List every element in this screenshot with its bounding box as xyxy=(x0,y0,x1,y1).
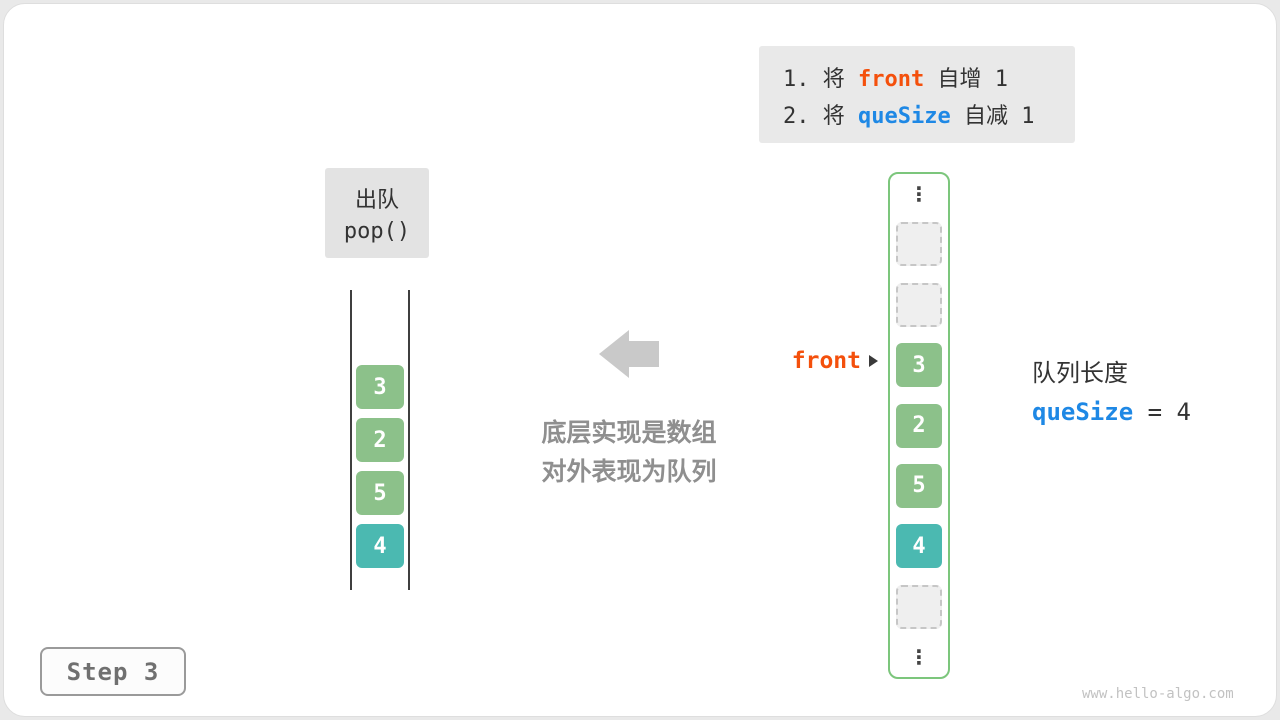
queue-size-value: queSize = 4 xyxy=(1032,393,1191,432)
array-cell: 4 xyxy=(896,524,942,569)
instruction-box: 1. 将 front 自增 1 2. 将 queSize 自减 1 xyxy=(759,46,1075,143)
diagram-canvas: 1. 将 front 自增 1 2. 将 queSize 自减 1 出队 pop… xyxy=(3,3,1277,717)
operation-label-code: pop() xyxy=(343,219,411,244)
queue-cell: 5 xyxy=(356,471,404,515)
left-arrow-icon xyxy=(599,330,659,378)
array-cell: 3 xyxy=(896,343,942,388)
queue-cell: 4 xyxy=(356,524,404,568)
queue-cell: 3 xyxy=(356,365,404,409)
left-arrow-shaft xyxy=(629,341,659,367)
instruction-2-suffix: 自减 1 xyxy=(950,104,1035,129)
array-bottom-ellipsis: ⋮ xyxy=(909,645,929,669)
queue-size-title: 队列长度 xyxy=(1032,360,1128,387)
operation-label: 出队 pop() xyxy=(325,168,429,258)
instruction-2-code-quesize: queSize xyxy=(857,104,951,129)
instruction-1-code-front: front xyxy=(857,67,925,92)
instruction-line-1: 1. 将 front 自增 1 xyxy=(783,61,1075,98)
instruction-1-suffix: 自增 1 xyxy=(924,67,1008,92)
array-cell-empty xyxy=(896,282,942,327)
step-badge: Step 3 xyxy=(40,647,186,696)
array-top-ellipsis: ⋮ xyxy=(909,182,929,206)
left-arrow-head xyxy=(599,330,629,378)
array-view: ⋮ 3 2 5 4 ⋮ xyxy=(888,172,950,679)
instruction-1-prefix: 1. 将 xyxy=(783,67,858,92)
instruction-line-2: 2. 将 queSize 自减 1 xyxy=(783,98,1075,135)
queue-size-label: 队列长度 queSize = 4 xyxy=(1032,354,1191,432)
array-cell-empty xyxy=(896,584,942,629)
array-cell: 5 xyxy=(896,463,942,508)
operation-label-chinese: 出队 xyxy=(354,188,399,213)
front-pointer-arrow-icon xyxy=(869,355,878,367)
center-caption-line-1: 底层实现是数组 xyxy=(541,419,717,447)
center-caption-line-2: 对外表现为队列 xyxy=(541,458,717,486)
center-caption: 底层实现是数组 对外表现为队列 xyxy=(499,414,759,492)
watermark: www.hello-algo.com xyxy=(1082,686,1234,702)
queue-cell: 2 xyxy=(356,418,404,462)
array-cell-empty xyxy=(896,222,942,267)
queue-view: 3 2 5 4 xyxy=(350,290,410,590)
front-pointer-label: front xyxy=(791,348,861,374)
queue-size-rest: = 4 xyxy=(1133,398,1191,426)
array-cell: 2 xyxy=(896,403,942,448)
instruction-2-prefix: 2. 将 xyxy=(783,104,858,129)
front-pointer: front xyxy=(764,343,878,379)
queue-size-code: queSize xyxy=(1032,398,1134,426)
